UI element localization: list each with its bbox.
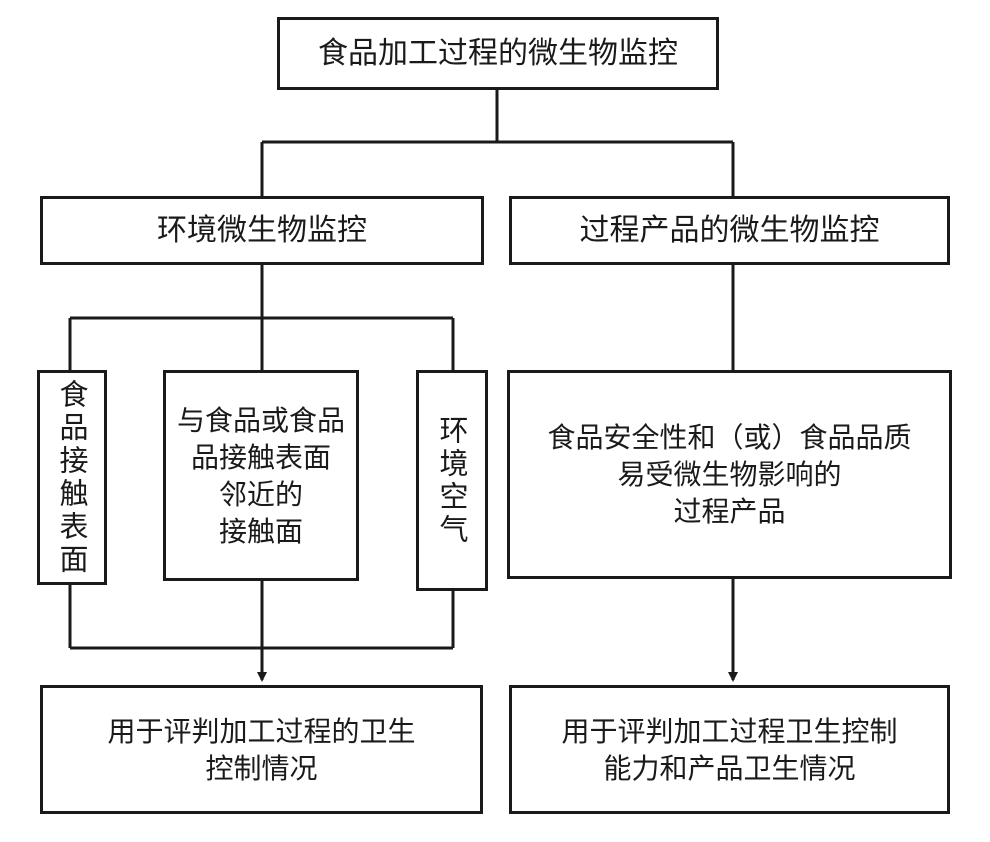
node-out-left-label: 用于评判加工过程的卫生 控制情况 — [107, 714, 416, 785]
node-products-label: 食品安全性和（或）食品品质 易受微生物影响的 过程产品 — [547, 421, 912, 528]
node-output-right: 用于评判加工过程卫生控制 能力和产品卫生情况 — [509, 685, 950, 814]
node-environment-air: 环境空气 — [416, 370, 488, 591]
node-process-monitoring: 过程产品的微生物监控 — [509, 196, 950, 265]
node-output-left: 用于评判加工过程的卫生 控制情况 — [40, 685, 483, 814]
node-adjacent-label: 与食品或食品 品接触表面 邻近的 接触面 — [176, 403, 345, 548]
node-env-monitoring: 环境微生物监控 — [40, 196, 484, 265]
node-adjacent-surface: 与食品或食品 品接触表面 邻近的 接触面 — [163, 370, 359, 581]
node-env-label: 环境微生物监控 — [157, 212, 367, 248]
node-food-contact-label: 食品接触表面 — [55, 378, 89, 577]
node-air-label: 环境空气 — [435, 414, 469, 547]
node-root-label: 食品加工过程的微生物监控 — [318, 35, 678, 71]
node-proc-label: 过程产品的微生物监控 — [579, 212, 880, 248]
node-out-right-label: 用于评判加工过程卫生控制 能力和产品卫生情况 — [561, 714, 898, 785]
node-process-products: 食品安全性和（或）食品品质 易受微生物影响的 过程产品 — [507, 370, 952, 579]
node-food-contact-surface: 食品接触表面 — [37, 370, 107, 585]
node-root: 食品加工过程的微生物监控 — [277, 17, 719, 90]
